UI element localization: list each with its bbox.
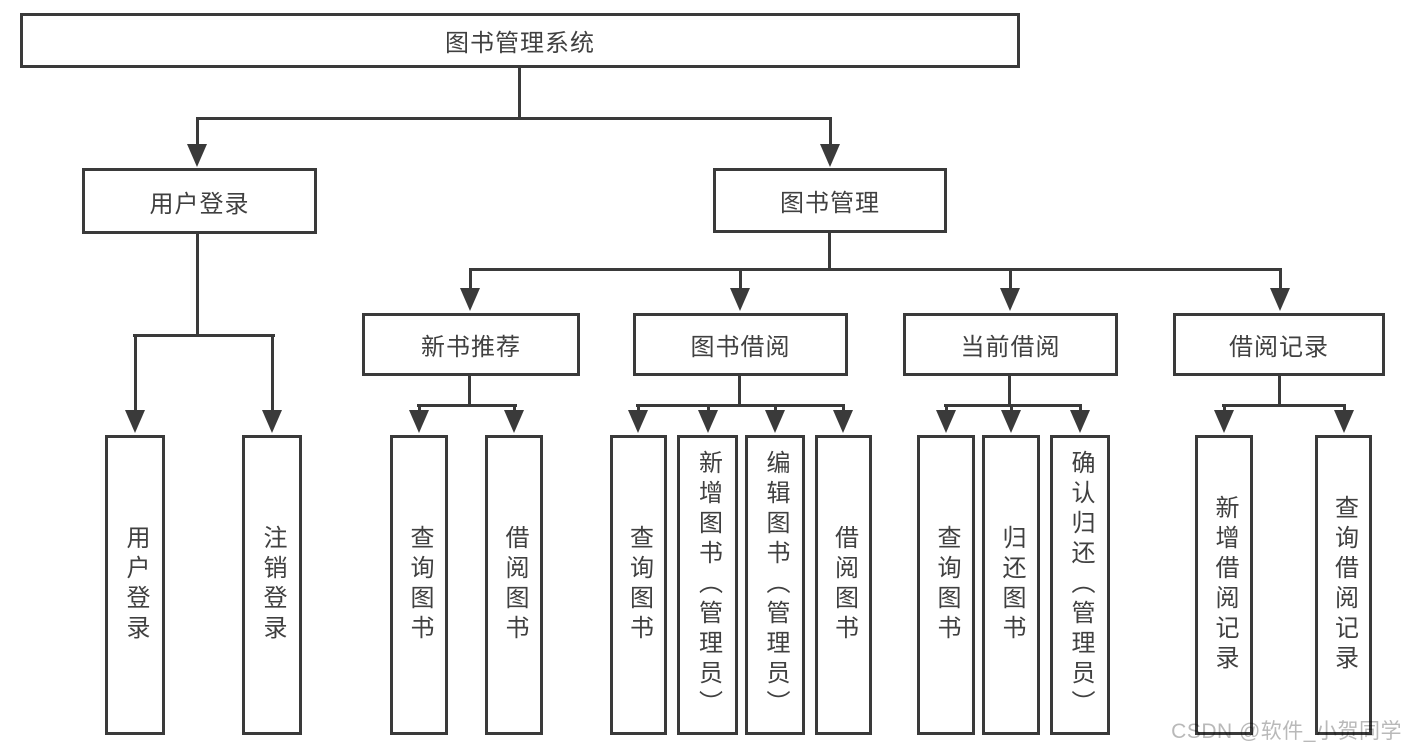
connector-borrow-stem bbox=[738, 374, 741, 406]
leaf-current-return-books: 归还图书 bbox=[982, 435, 1040, 735]
connector-login-stem bbox=[196, 232, 199, 336]
connector-root-stem bbox=[518, 66, 521, 119]
node-book-borrowing: 图书借阅 bbox=[633, 313, 848, 376]
connector-newbooks-split bbox=[417, 404, 517, 407]
arrow-down-icon bbox=[187, 117, 207, 167]
arrow-down-icon bbox=[1214, 404, 1234, 433]
arrow-down-icon bbox=[698, 404, 718, 433]
node-library-management-system: 图书管理系统 bbox=[20, 13, 1020, 68]
leaf-user-login: 用户登录 bbox=[105, 435, 165, 735]
connector-records-stem bbox=[1278, 374, 1281, 406]
leaf-borrow-query-books: 查询图书 bbox=[610, 435, 667, 735]
arrow-down-icon bbox=[936, 404, 956, 433]
leaf-current-query-books: 查询图书 bbox=[917, 435, 975, 735]
arrow-down-icon bbox=[409, 404, 429, 433]
watermark-text: CSDN @软件_小贺同学 bbox=[1171, 720, 1402, 743]
connector-login-split bbox=[133, 334, 275, 337]
arrow-down-icon bbox=[1270, 268, 1290, 311]
node-new-book-recommendation: 新书推荐 bbox=[362, 313, 580, 376]
leaf-newbooks-borrow-books: 借阅图书 bbox=[485, 435, 543, 735]
arrow-down-icon bbox=[1334, 404, 1354, 433]
leaf-borrow-edit-books-admin: 编辑图书（管理员） bbox=[745, 435, 805, 735]
leaf-records-add-record: 新增借阅记录 bbox=[1195, 435, 1253, 735]
arrow-down-icon bbox=[1070, 404, 1090, 433]
arrow-down-icon bbox=[125, 334, 145, 433]
connector-root-split bbox=[196, 117, 832, 120]
arrow-down-icon bbox=[460, 268, 480, 311]
arrow-down-icon bbox=[1000, 268, 1020, 311]
leaf-borrow-add-books-admin: 新增图书（管理员） bbox=[677, 435, 738, 735]
leaf-borrow-borrow-books: 借阅图书 bbox=[815, 435, 872, 735]
leaf-current-confirm-return-admin: 确认归还（管理员） bbox=[1050, 435, 1110, 735]
leaf-records-query-record: 查询借阅记录 bbox=[1315, 435, 1372, 735]
arrow-down-icon bbox=[262, 334, 282, 433]
arrow-down-icon bbox=[765, 404, 785, 433]
arrow-down-icon bbox=[628, 404, 648, 433]
connector-records-split bbox=[1222, 404, 1346, 407]
arrow-down-icon bbox=[1001, 404, 1021, 433]
leaf-newbooks-query-books: 查询图书 bbox=[390, 435, 448, 735]
arrow-down-icon bbox=[730, 268, 750, 311]
connector-borrow-split bbox=[636, 404, 845, 407]
leaf-logout: 注销登录 bbox=[242, 435, 302, 735]
arrow-down-icon bbox=[820, 117, 840, 167]
connector-management-split bbox=[469, 268, 1282, 271]
arrow-down-icon bbox=[504, 404, 524, 433]
node-user-login: 用户登录 bbox=[82, 168, 317, 234]
connector-current-split bbox=[944, 404, 1082, 407]
arrow-down-icon bbox=[833, 404, 853, 433]
node-book-management: 图书管理 bbox=[713, 168, 947, 233]
connector-newbooks-stem bbox=[468, 374, 471, 406]
node-current-borrowing: 当前借阅 bbox=[903, 313, 1118, 376]
connector-current-stem bbox=[1008, 374, 1011, 406]
connector-management-stem bbox=[828, 231, 831, 271]
node-borrowing-records: 借阅记录 bbox=[1173, 313, 1385, 376]
